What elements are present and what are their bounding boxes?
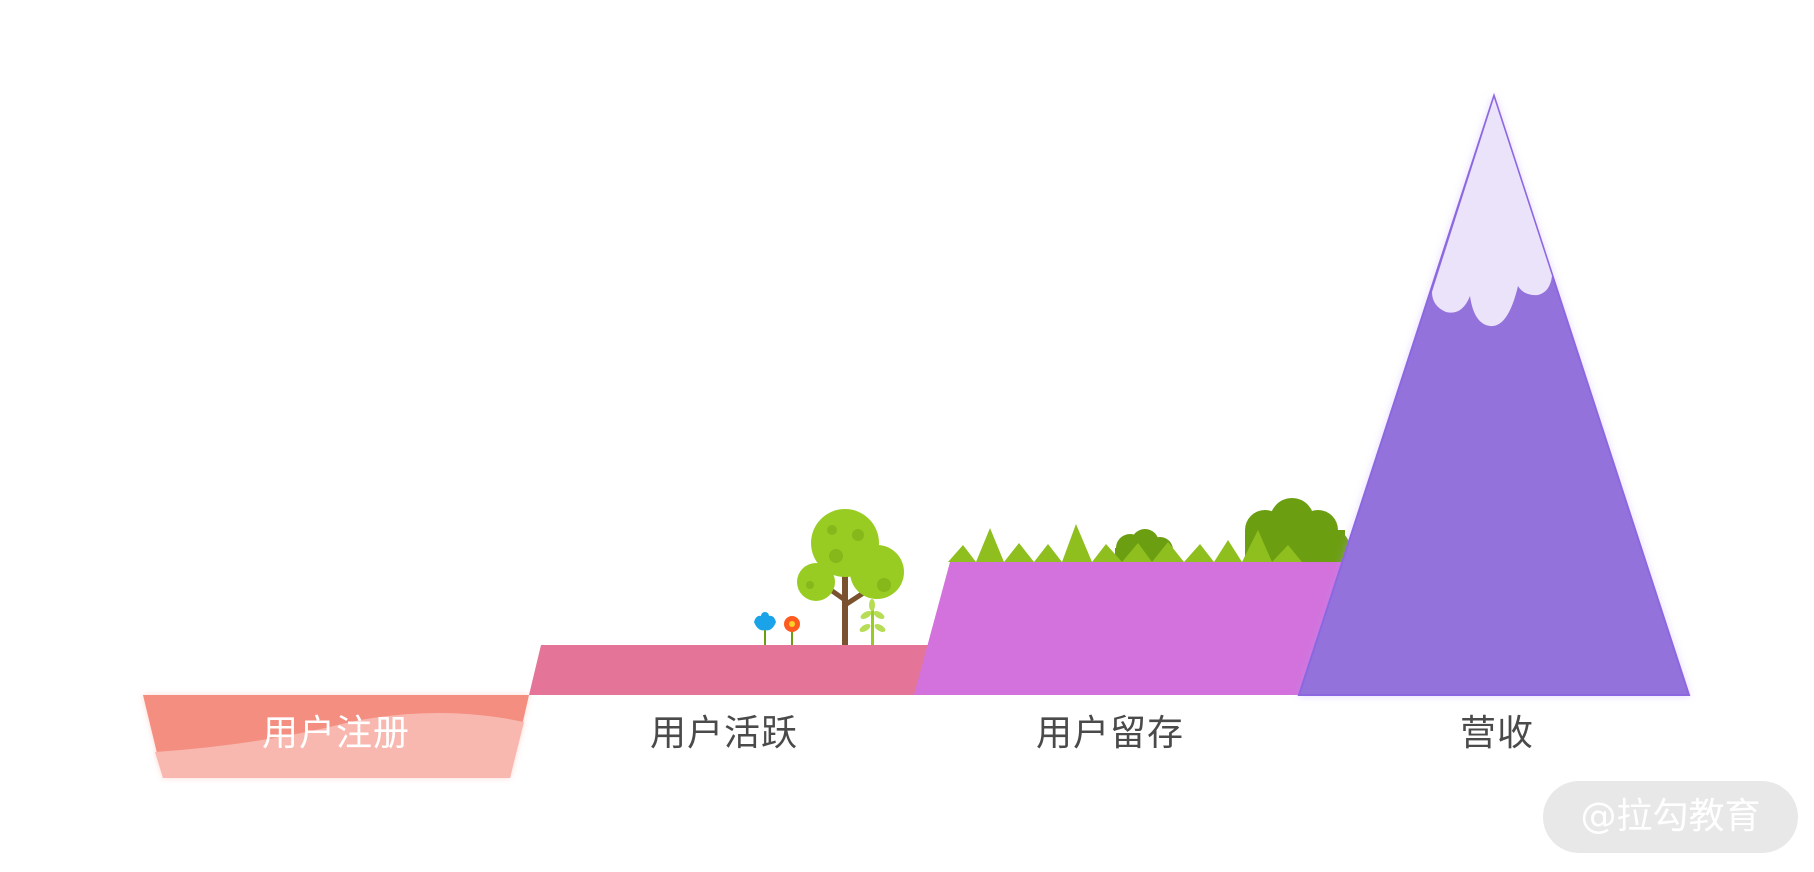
red-flower-icon (784, 616, 800, 645)
stage-label-retention: 用户留存 (1035, 713, 1184, 754)
sprout-icon (859, 599, 886, 645)
retention-platform (914, 562, 1378, 695)
stage-activity (529, 509, 930, 695)
stage-label-activity: 用户活跃 (649, 713, 798, 754)
stage-revenue (1297, 92, 1691, 696)
stage-activity-platform (529, 645, 930, 695)
watermark: @拉勾教育 (1543, 781, 1798, 853)
blue-flower-icon (754, 612, 776, 645)
stage-registration (143, 695, 529, 778)
grass-icon (948, 524, 1302, 562)
stage-registration-wave (155, 713, 524, 778)
stage-label-revenue: 营收 (1459, 713, 1534, 754)
mountain-icon (1297, 92, 1691, 696)
stage-retention (914, 498, 1378, 695)
stage-label-registration: 用户注册 (261, 713, 410, 754)
snow-cap-icon (1432, 98, 1552, 327)
tree-icon (797, 509, 904, 645)
